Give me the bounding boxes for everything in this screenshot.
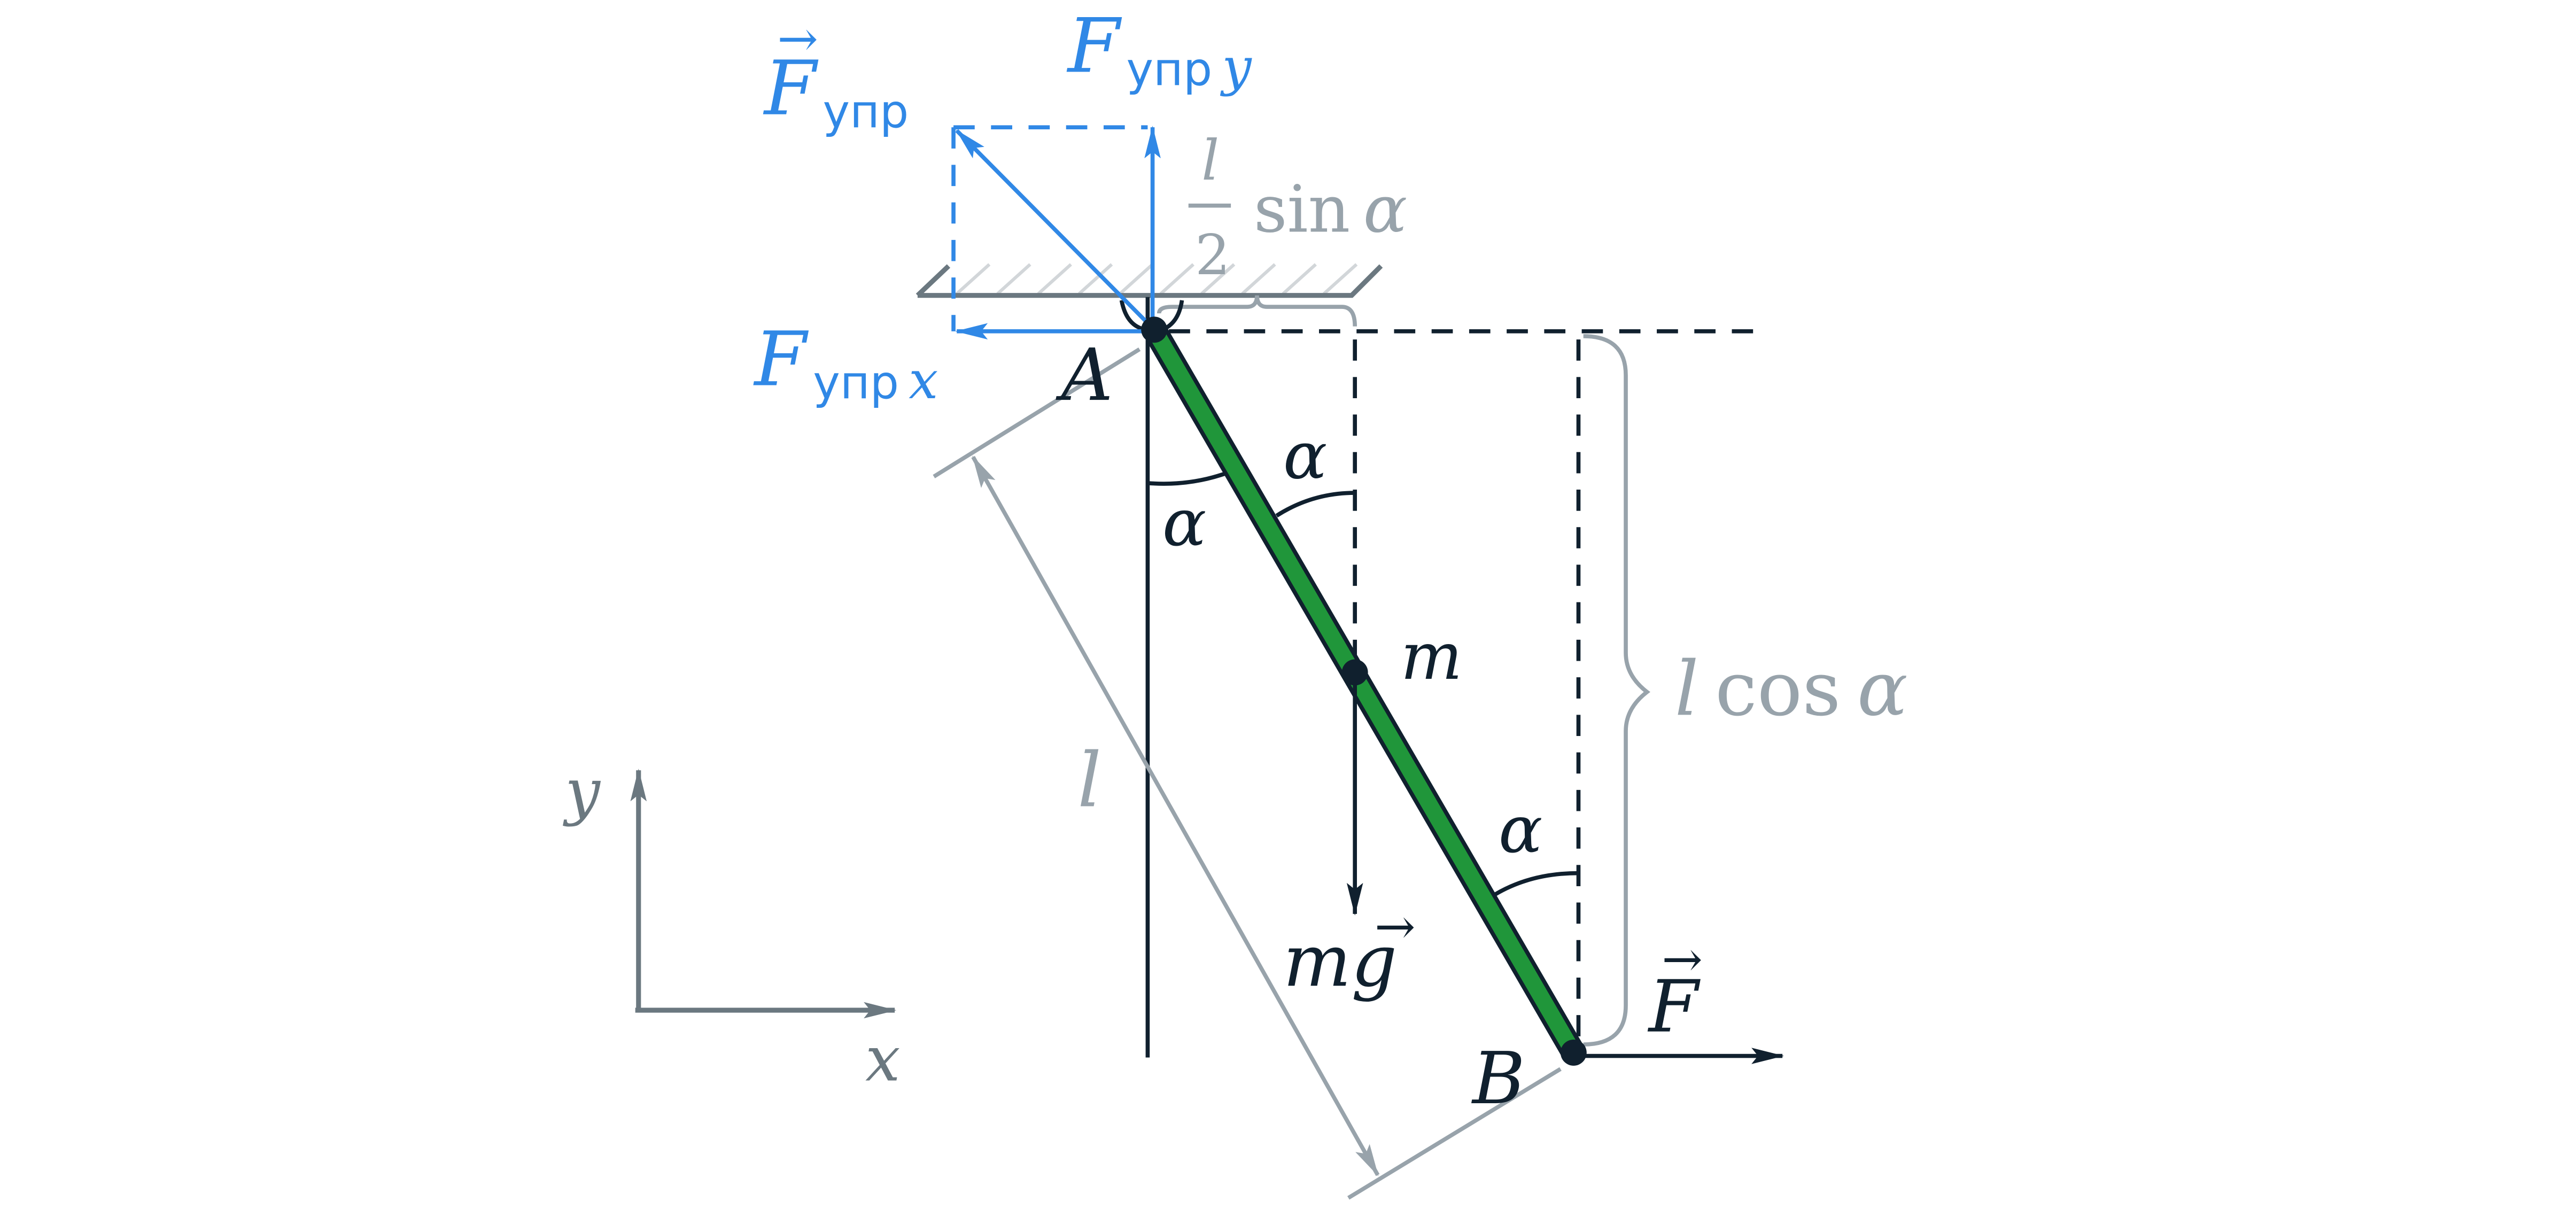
label-elastic-force-x-axis: x xyxy=(909,350,938,411)
ceiling-hatching xyxy=(956,263,1358,295)
label-alpha-bottom: α xyxy=(1499,792,1542,867)
label-lcos-func: cos xyxy=(1715,646,1841,733)
label-half-length-denominator: 2 xyxy=(1195,223,1230,288)
label-elastic-force-sub: упр xyxy=(823,86,909,138)
label-half-length-func: sin xyxy=(1254,172,1350,247)
ceiling-support xyxy=(915,263,1383,298)
label-elastic-force-y-sub: упр xyxy=(1126,43,1212,96)
label-gravity-g: g xyxy=(1351,919,1397,1003)
label-lcos-l: l xyxy=(1675,646,1699,733)
point-b-dot xyxy=(1560,1039,1587,1066)
half-length-brace xyxy=(1157,295,1357,327)
vector-arrow-icon: → xyxy=(1375,898,1416,955)
label-half-length-angle: α xyxy=(1363,172,1407,247)
label-alpha-left: α xyxy=(1162,485,1206,561)
label-half-length-numerator: l xyxy=(1201,129,1219,193)
rod xyxy=(1142,317,1586,1065)
angle-arc-bottom xyxy=(1494,871,1579,896)
length-dimension-arrow xyxy=(971,455,1380,1177)
point-mass-dot xyxy=(1341,659,1368,686)
angle-arc-mid xyxy=(1275,491,1355,518)
vector-arrow-icon: → xyxy=(777,10,818,67)
length-extension-lines xyxy=(933,347,1562,1200)
ceiling-line xyxy=(915,264,1383,298)
label-lcos-angle: α xyxy=(1857,646,1908,733)
label-elastic-force-x-main: F xyxy=(753,316,809,404)
label-axis-x: x xyxy=(865,1023,900,1095)
label-force-f: F xyxy=(1647,965,1701,1049)
label-point-a: A xyxy=(1056,333,1113,417)
force-component-rectangle xyxy=(951,125,1148,331)
label-mass: m xyxy=(1401,618,1463,694)
label-gravity-m: m xyxy=(1283,919,1351,1003)
elastic-force-arrow xyxy=(955,129,1154,330)
elastic-force-vectors xyxy=(955,126,1161,340)
label-point-b: B xyxy=(1471,1036,1525,1120)
label-axis-y: y xyxy=(562,756,601,828)
label-length: l xyxy=(1077,737,1101,824)
vector-arrow-icon: → xyxy=(1662,931,1703,988)
coordinate-axes xyxy=(630,769,897,1019)
lcos-brace xyxy=(1583,334,1650,1047)
label-elastic-force-main: F xyxy=(763,45,819,133)
angle-arc-top xyxy=(1147,471,1227,486)
label-gravity: mg xyxy=(1283,919,1397,1003)
label-alpha-top: α xyxy=(1283,418,1327,494)
label-elastic-force-y-main: F xyxy=(1066,3,1122,90)
label-elastic-force-y-axis: y xyxy=(1220,37,1253,98)
point-a-dot xyxy=(1141,316,1168,343)
label-elastic-force-x-sub: упр xyxy=(813,357,899,409)
